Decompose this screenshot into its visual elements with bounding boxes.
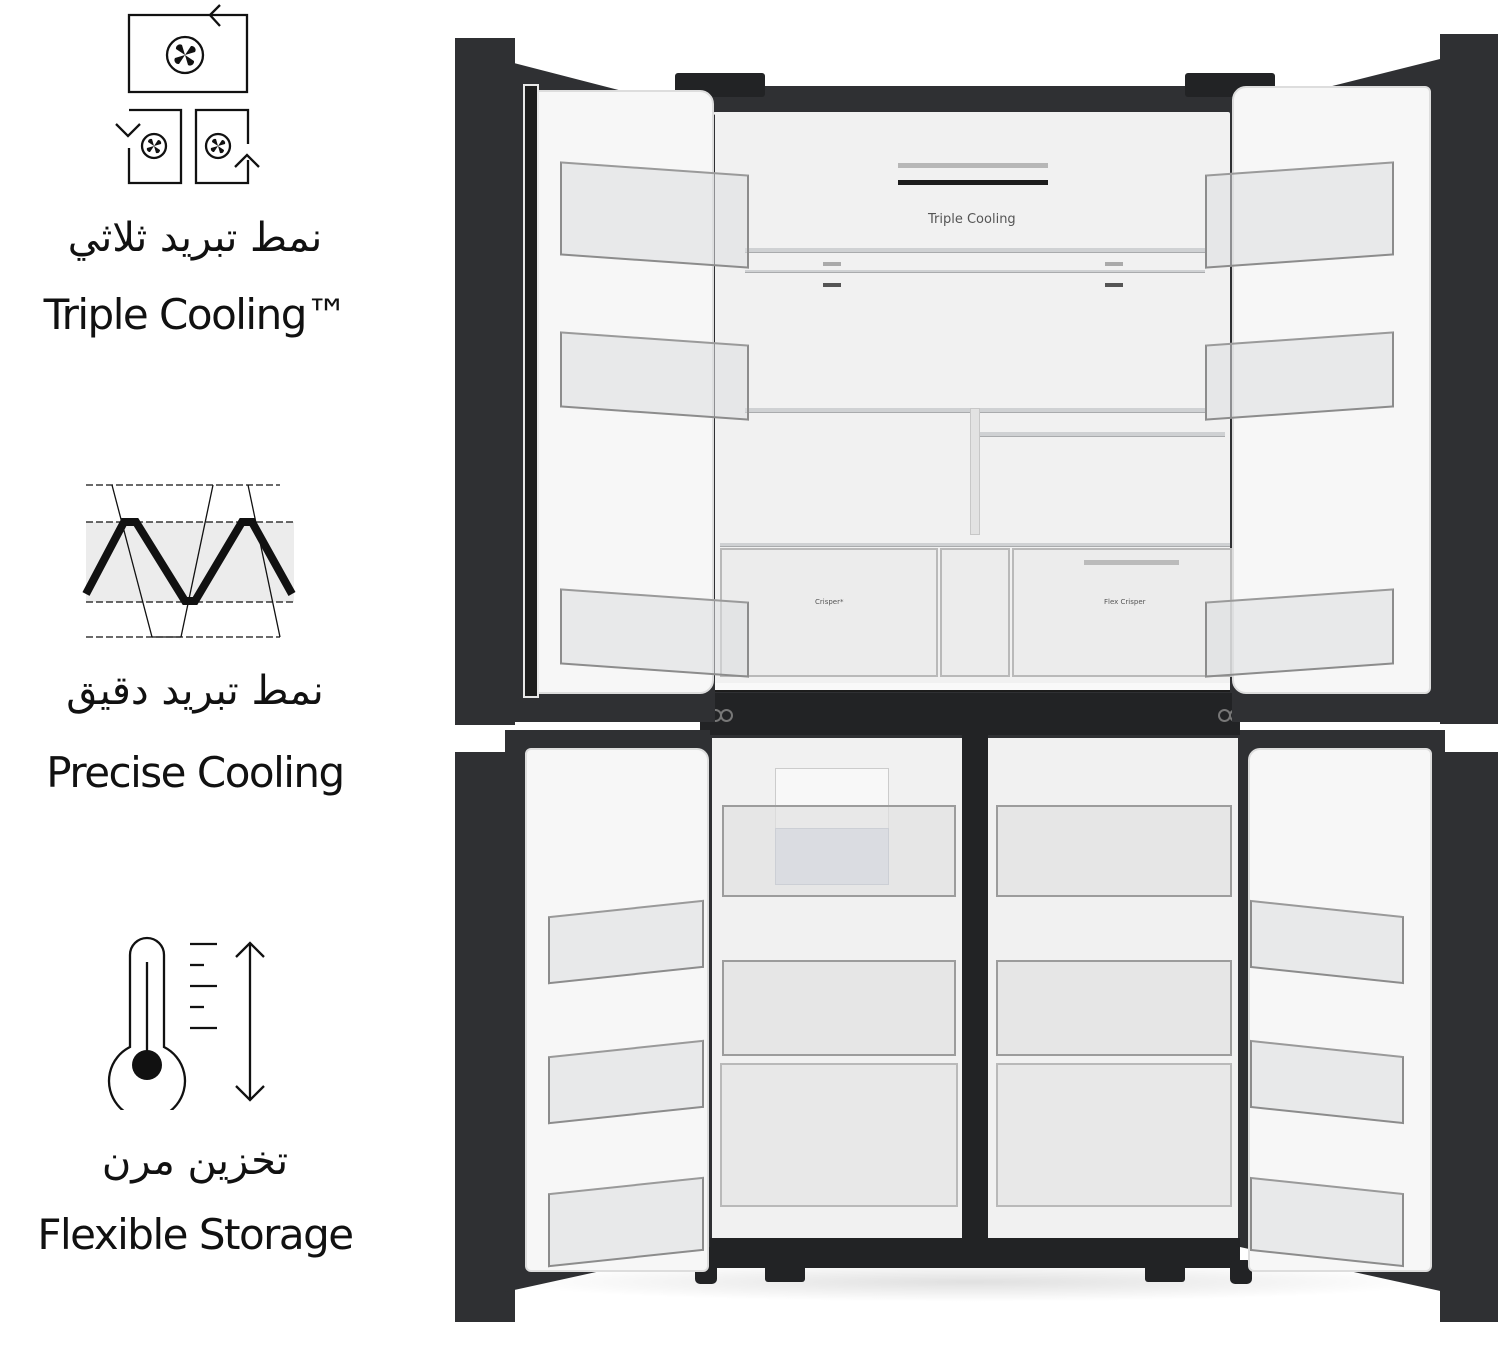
flex-crisper-control — [1084, 560, 1179, 565]
flex-crisper-drawer[interactable]: Flex Crisper — [1012, 548, 1232, 677]
glass-shelf-1b — [745, 270, 1205, 273]
precise-cooling-wave-icon — [82, 484, 296, 638]
thermometer-range-icon — [107, 936, 265, 1110]
door-bin-ul-2[interactable] — [560, 331, 749, 421]
lower-right-door-edge — [1440, 752, 1498, 1322]
freezer-basket-upper-left[interactable] — [722, 805, 956, 897]
shelf-bracket — [1105, 283, 1123, 287]
air-vent-top — [898, 163, 1048, 168]
flex-crisper-drawer-label: Flex Crisper — [1104, 598, 1146, 606]
shelf-light — [1105, 262, 1123, 266]
shelf-divider — [970, 408, 980, 535]
flexible-storage-label-ar: تخزين مرن — [101, 1138, 289, 1184]
middle-divider — [700, 693, 1240, 735]
precise-cooling-label-ar: نمط تبريد دقيق — [66, 668, 324, 714]
freezer-drawer-right[interactable] — [996, 1063, 1232, 1207]
center-mullion — [962, 735, 988, 1240]
door-bin-ur-1[interactable] — [1205, 161, 1394, 269]
shelf-bracket — [823, 283, 841, 287]
door-bin-ur-3[interactable] — [1205, 588, 1394, 678]
shelf-light — [823, 262, 841, 266]
triple-cooling-label-en: Triple Cooling™ — [43, 290, 348, 339]
center-drawer[interactable] — [940, 548, 1010, 677]
drawer-cover-shelf — [720, 543, 1230, 547]
door-bin-ur-2[interactable] — [1205, 331, 1394, 421]
air-vent — [898, 180, 1048, 185]
leveling-foot — [765, 1262, 805, 1282]
freezer-basket-upper-right[interactable] — [996, 805, 1232, 897]
door-gasket-left — [523, 84, 539, 698]
freezer-drawer-left[interactable] — [720, 1063, 958, 1207]
glass-shelf-1 — [745, 248, 1205, 253]
triple-fan-cooling-icon — [115, 4, 260, 185]
compartment-lip — [713, 683, 1230, 692]
door-bin-ul-1[interactable] — [560, 161, 749, 269]
crisper-drawer[interactable]: Crisper* — [720, 548, 938, 677]
upper-right-door-edge — [1440, 34, 1498, 724]
flex-shelf — [980, 432, 1225, 437]
upper-left-door-edge — [455, 38, 515, 725]
hinge-bolt — [720, 709, 733, 722]
leveling-foot — [1145, 1262, 1185, 1282]
freezer-basket-mid-left[interactable] — [722, 960, 956, 1056]
triple-cooling-inner-label: Triple Cooling — [928, 212, 1016, 227]
crisper-drawer-label: Crisper* — [815, 598, 844, 606]
door-bin-ul-3[interactable] — [560, 588, 749, 678]
precise-cooling-label-en: Precise Cooling — [46, 748, 345, 797]
flexible-storage-label-en: Flexible Storage — [37, 1210, 354, 1259]
wheel — [1230, 1260, 1252, 1284]
freezer-basket-mid-right[interactable] — [996, 960, 1232, 1056]
triple-cooling-label-ar: نمط تبريد ثلاثي — [67, 215, 323, 261]
